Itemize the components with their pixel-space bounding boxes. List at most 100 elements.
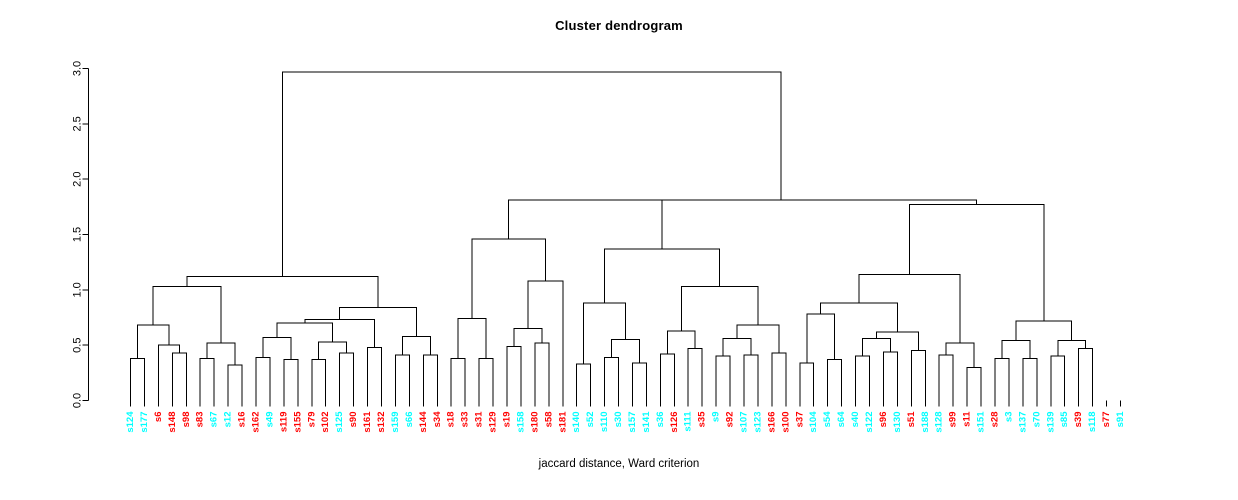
leaf-label: s130: [892, 412, 903, 433]
leaf-label: s37: [794, 412, 805, 428]
dendrogram-branch: [478, 357, 494, 401]
dendrogram-branch: [136, 324, 170, 359]
leaf-label: s77: [1101, 412, 1112, 428]
leaf-label: s9: [711, 412, 722, 423]
dendrogram-branch: [311, 359, 327, 401]
dendrogram-branch: [799, 362, 815, 401]
dendrogram-branch: [604, 248, 721, 304]
leaf-label: s144: [418, 411, 429, 433]
leaf-label: s96: [878, 412, 889, 428]
dendrogram-branch: [1022, 357, 1038, 401]
dendrogram-branch: [994, 357, 1010, 401]
dendrogram-branch: [858, 273, 961, 343]
dendrogram-branch: [1001, 340, 1031, 359]
y-axis-tick-label: 2.5: [72, 116, 84, 131]
dendrogram-branch: [820, 302, 898, 332]
leaf-label: s141: [641, 411, 652, 433]
y-axis-tick-label: 2.0: [72, 172, 84, 187]
dendrogram-branch: [130, 357, 145, 401]
leaf-label: s151: [976, 411, 987, 433]
leaf-label: s110: [599, 412, 610, 433]
leaf-label: s140: [571, 412, 582, 433]
dendrogram-branch: [631, 362, 647, 401]
dendrogram-branch: [513, 328, 543, 347]
y-axis-tick-label: 3.0: [72, 61, 84, 76]
dendrogram-branch: [394, 354, 410, 401]
dendrogram-branch: [318, 341, 348, 360]
leaf-label: s119: [278, 412, 289, 433]
leaf-label: s52: [585, 412, 596, 428]
leaf-label: s128: [934, 412, 945, 433]
dendrogram-branch: [659, 353, 675, 401]
dendrogram-branch: [152, 286, 222, 343]
leaf-label: s18: [446, 412, 457, 428]
dendrogram-branch: [743, 354, 759, 401]
leaf-label: s12: [223, 412, 234, 428]
dendrogram-branch: [882, 351, 898, 401]
leaf-label: s40: [850, 412, 861, 428]
dendrogram-branch: [1050, 355, 1066, 401]
y-axis-tick-label: 1.0: [72, 282, 84, 297]
leaf-label: s70: [1031, 412, 1042, 428]
leaf-label: s166: [766, 412, 777, 433]
leaf-label: s11: [962, 411, 973, 427]
dendrogram-branch: [722, 338, 752, 357]
dendrogram-branch: [422, 354, 438, 401]
leaf-label: s6: [153, 412, 164, 423]
leaf-label: s39: [1073, 412, 1084, 428]
leaf-label: s64: [836, 411, 847, 428]
dendrogram-branch: [1015, 320, 1073, 341]
dendrogram-branch: [875, 331, 919, 351]
leaf-label: s125: [334, 411, 345, 433]
leaf-label: s79: [306, 412, 317, 428]
leaf-label: s129: [488, 412, 499, 433]
dendrogram-branch: [585, 199, 978, 205]
dendrogram-branch: [157, 344, 180, 401]
dendrogram-branch: [687, 347, 703, 401]
dendrogram-branch: [534, 342, 550, 401]
leaf-label: s35: [697, 411, 708, 428]
dendrogram-branch: [339, 307, 417, 337]
leaf-label: s30: [613, 412, 624, 428]
dendrogram-branch: [938, 354, 954, 401]
dendrogram-branch: [401, 335, 431, 356]
leaf-label: s85: [1059, 411, 1070, 428]
leaf-label: s16: [237, 412, 248, 428]
dendrogram-branch: [227, 364, 243, 401]
leaf-label: s126: [669, 412, 680, 433]
leaf-label: s102: [320, 412, 331, 433]
leaf-label: s98: [181, 412, 192, 428]
dendrogram-branch: [450, 357, 466, 401]
dendrogram-branch: [186, 276, 379, 308]
leaf-label: s54: [822, 411, 833, 428]
leaf-label: s83: [195, 412, 206, 428]
leaf-label: s100: [780, 412, 791, 433]
leaf-label: s92: [725, 412, 736, 428]
y-axis-tick-label: 0.0: [72, 393, 84, 408]
dendrogram-branch: [910, 350, 926, 401]
leaf-label: s34: [432, 411, 443, 428]
dendrogram-branch: [276, 322, 334, 342]
leaf-label: s111: [683, 411, 694, 432]
dendrogram-branch: [604, 356, 620, 401]
dendrogram-branch: [506, 345, 522, 401]
leaf-label: s124: [125, 411, 136, 433]
x-axis-caption: jaccard distance, Ward criterion: [538, 458, 700, 470]
dendrogram-branch: [576, 363, 592, 401]
dendrogram-branch: [827, 359, 843, 401]
dendrogram-branch: [206, 342, 236, 366]
leaf-label: s104: [808, 411, 819, 433]
page-title: Cluster dendrogram: [555, 18, 683, 33]
leaf-label: s36: [655, 412, 666, 428]
dendrogram-branch: [666, 330, 696, 355]
dendrogram-branch: [771, 352, 787, 401]
leaf-label: s51: [906, 411, 917, 428]
dendrogram-branch: [527, 280, 564, 401]
dendrogram-branch: [199, 357, 215, 401]
leaf-label: s31: [474, 411, 485, 428]
leaf-label: s139: [1045, 412, 1056, 433]
leaf-label: s49: [264, 412, 275, 428]
leaf-label: s123: [752, 412, 763, 433]
